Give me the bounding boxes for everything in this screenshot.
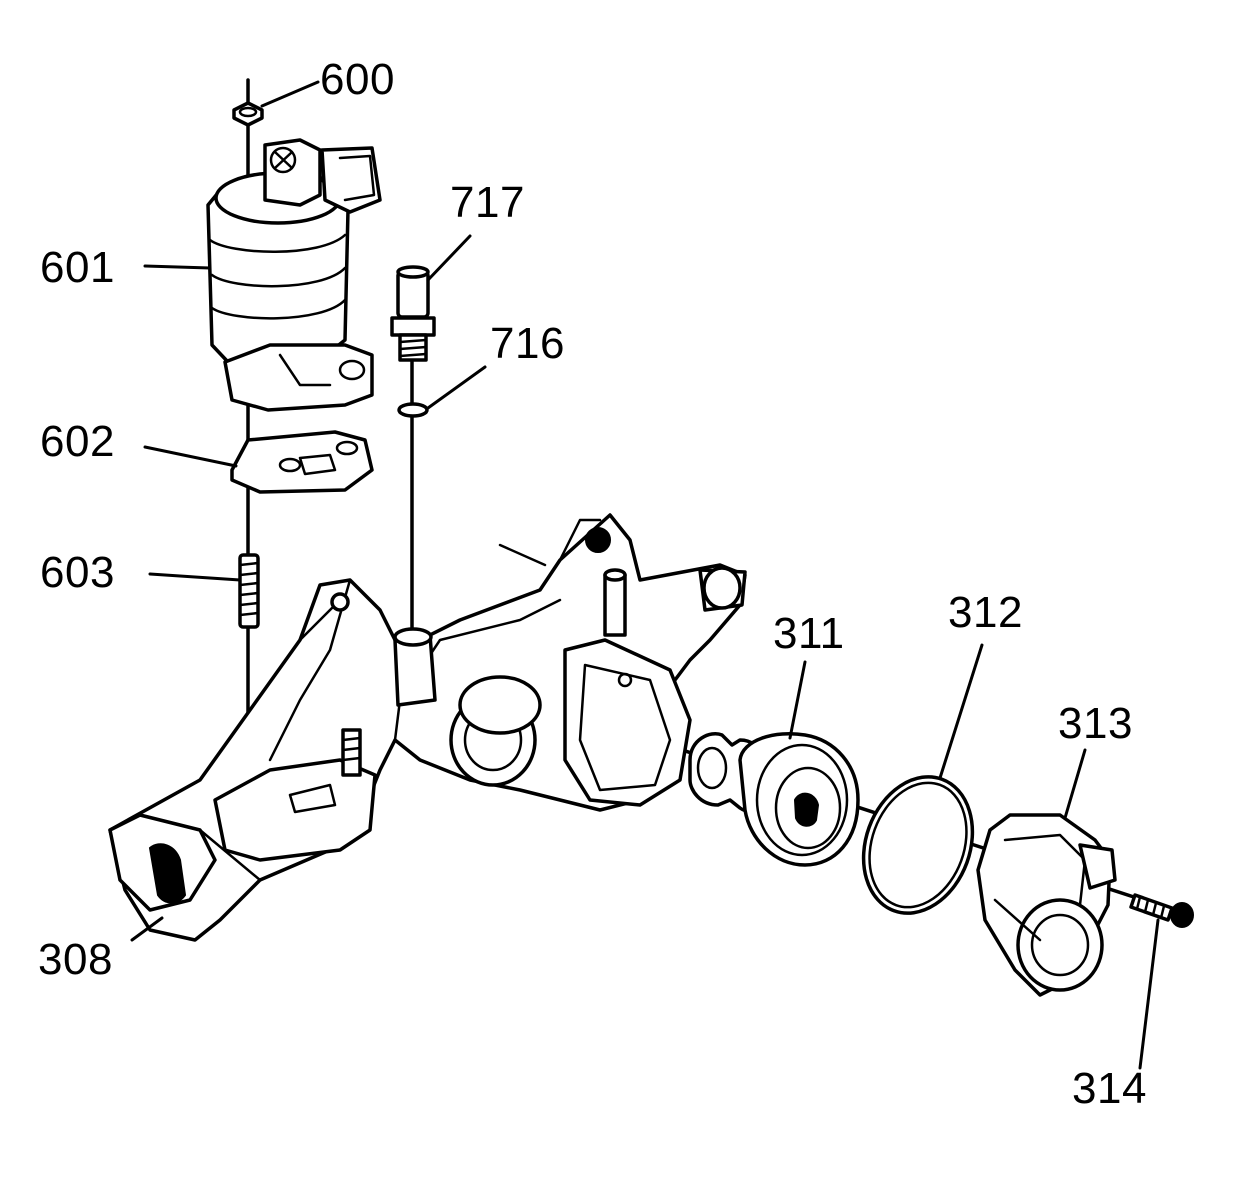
leader-lines [130, 80, 1160, 1070]
leader-308 [130, 916, 164, 942]
callout-600: 600 [320, 55, 395, 104]
leader-603 [148, 572, 242, 582]
callout-308: 308 [38, 935, 113, 984]
callout-313: 313 [1058, 699, 1133, 748]
callout-601: 601 [40, 243, 115, 292]
leader-313 [1063, 748, 1087, 820]
callout-603: 603 [40, 548, 115, 597]
thermostat-cover-313 [976, 813, 1117, 997]
callout-312: 312 [948, 588, 1023, 637]
thermostat-311 [688, 732, 860, 867]
seal-716 [397, 402, 429, 418]
water-outlet-housing-308 [108, 513, 747, 942]
callout-602: 602 [40, 417, 115, 466]
bolt-314 [1129, 893, 1194, 928]
coolant-sensor-717 [390, 265, 436, 362]
nut-600 [232, 101, 264, 127]
leader-600 [260, 80, 320, 108]
leader-717 [426, 234, 472, 282]
callout-717: 717 [450, 178, 525, 227]
gasket-ring-312 [861, 775, 975, 915]
leader-601 [143, 264, 212, 270]
egr-valve-601 [206, 138, 382, 412]
leader-314 [1138, 918, 1160, 1070]
leader-602 [143, 445, 238, 468]
leader-311 [788, 660, 807, 740]
leader-716 [426, 365, 487, 410]
stud-603 [238, 553, 260, 629]
leader-312 [938, 643, 984, 780]
callout-716: 716 [490, 319, 565, 368]
callout-314: 314 [1072, 1064, 1147, 1113]
callout-311: 311 [773, 609, 845, 658]
gasket-602 [230, 430, 374, 494]
